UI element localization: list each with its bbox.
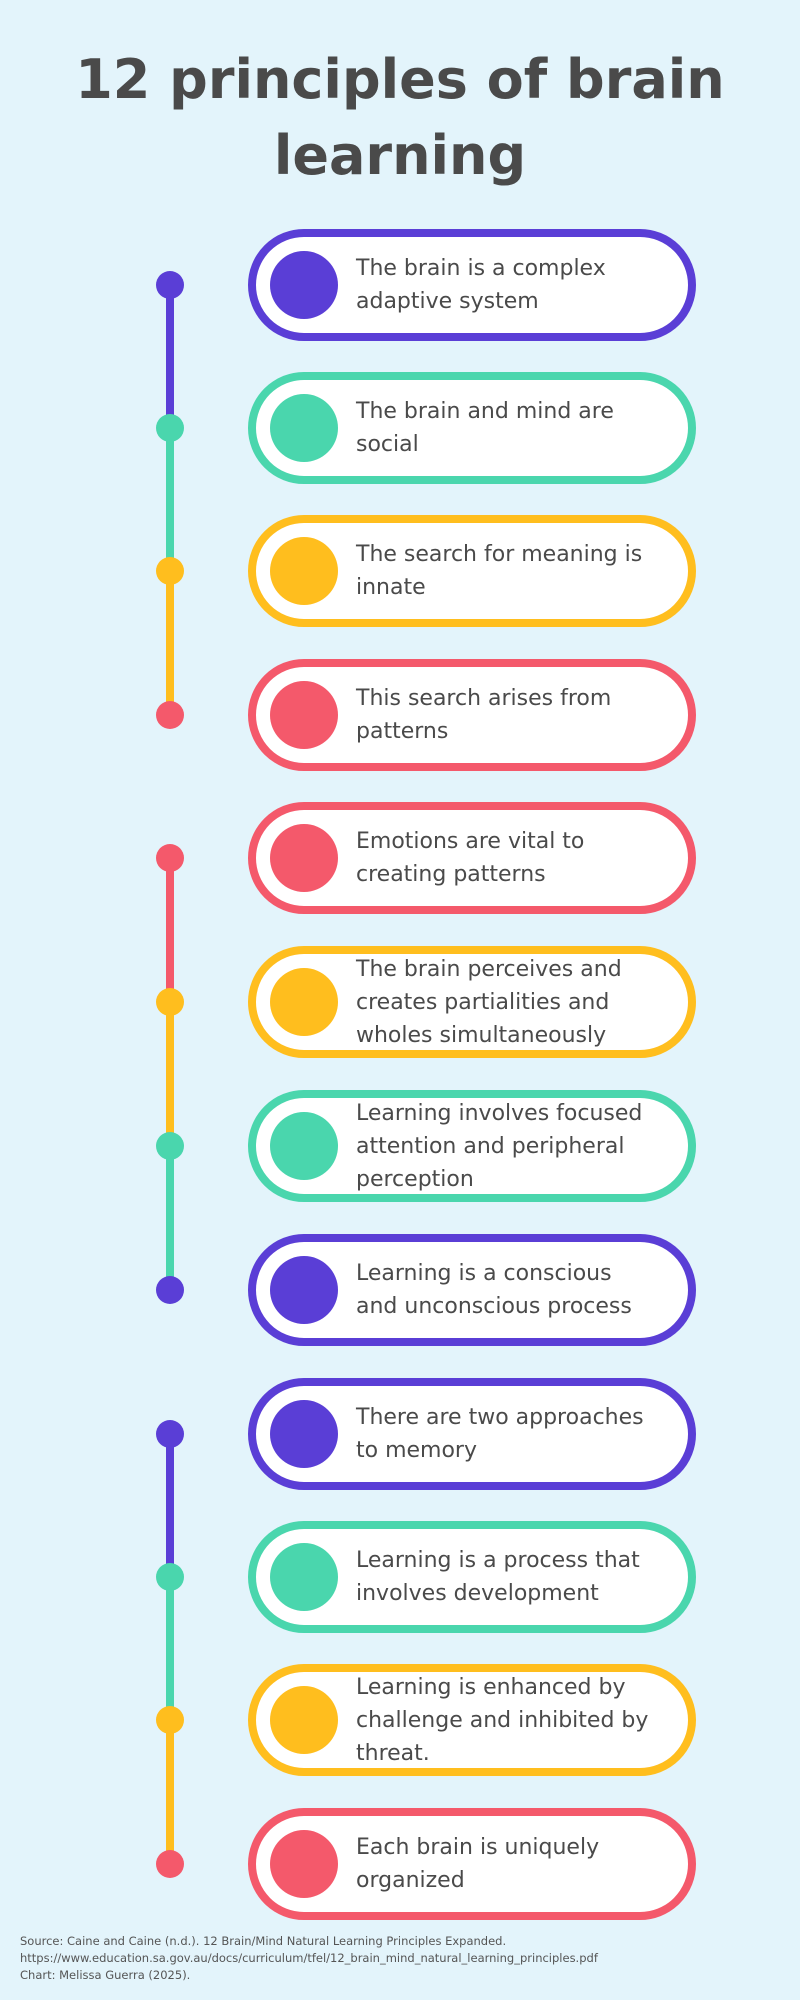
principle-card: The brain and mind are social <box>248 372 696 484</box>
principle-text: Learning is a conscious and unconscious … <box>356 1261 632 1319</box>
principle-bullet-icon <box>270 1256 338 1324</box>
principle-bullet-icon <box>270 251 338 319</box>
principle-text: The search for meaning is innate <box>356 542 643 600</box>
timeline-dot <box>156 1850 184 1878</box>
timeline-segment <box>166 1577 174 1720</box>
principle-text: Each brain is uniquely organized <box>356 1835 600 1893</box>
principle-bullet-icon <box>270 1112 338 1180</box>
timeline-segment <box>166 428 174 571</box>
principle-bullet-icon <box>270 968 338 1036</box>
timeline-dot <box>156 844 184 872</box>
principle-card: The search for meaning is innate <box>248 515 696 627</box>
timeline-segment <box>166 858 174 1002</box>
principle-bullet-icon <box>270 394 338 462</box>
principle-bullet-icon <box>270 1686 338 1754</box>
timeline-dot <box>156 1420 184 1448</box>
timeline-segment <box>166 1002 174 1146</box>
principle-text: Emotions are vital to creating patterns <box>356 829 585 887</box>
principle-bullet-icon <box>270 537 338 605</box>
principle-text: There are two approaches to memory <box>356 1405 644 1463</box>
principle-bullet-icon <box>270 824 338 892</box>
page-title: 12 principles of brain learning <box>75 48 725 187</box>
principle-bullet-icon <box>270 1830 338 1898</box>
principle-text: Learning is enhanced by challenge and in… <box>356 1674 649 1766</box>
principle-bullet-icon <box>270 681 338 749</box>
source-url: https://www.education.sa.gov.au/docs/cur… <box>20 1951 598 1965</box>
timeline-dot <box>156 557 184 585</box>
principle-card: Learning is a process that involves deve… <box>248 1521 696 1633</box>
principle-bullet-icon <box>270 1400 338 1468</box>
principle-card: This search arises from patterns <box>248 659 696 771</box>
timeline-dot <box>156 988 184 1016</box>
principle-card: Each brain is uniquely organized <box>248 1808 696 1920</box>
timeline-segment <box>166 1720 174 1864</box>
principle-text: Learning involves focused attention and … <box>356 1100 643 1192</box>
timeline-segment <box>166 1146 174 1290</box>
source-note: Source: Caine and Caine (n.d.). 12 Brain… <box>20 1933 780 1984</box>
principle-text: The brain is a complex adaptive system <box>356 256 606 314</box>
timeline-dot <box>156 701 184 729</box>
timeline-dot <box>156 1276 184 1304</box>
principle-card: Learning is a conscious and unconscious … <box>248 1234 696 1346</box>
principle-text: The brain perceives and creates partiali… <box>356 956 622 1048</box>
timeline-dot <box>156 1706 184 1734</box>
timeline-segment <box>166 571 174 715</box>
principle-card: Learning is enhanced by challenge and in… <box>248 1664 696 1776</box>
timeline-segment <box>166 285 174 428</box>
source-citation: Source: Caine and Caine (n.d.). 12 Brain… <box>20 1934 507 1948</box>
timeline-dot <box>156 414 184 442</box>
principle-text: This search arises from patterns <box>356 686 612 744</box>
chart-credit: Chart: Melissa Guerra (2025). <box>20 1968 191 1982</box>
principle-bullet-icon <box>270 1543 338 1611</box>
timeline-dot <box>156 1132 184 1160</box>
principle-card: Emotions are vital to creating patterns <box>248 802 696 914</box>
principle-card: The brain perceives and creates partiali… <box>248 946 696 1058</box>
timeline-dot <box>156 1563 184 1591</box>
timeline-segment <box>166 1434 174 1577</box>
principle-card: There are two approaches to memory <box>248 1378 696 1490</box>
principle-card: The brain is a complex adaptive system <box>248 229 696 341</box>
principle-text: Learning is a process that involves deve… <box>356 1548 640 1606</box>
timeline-dot <box>156 271 184 299</box>
principle-card: Learning involves focused attention and … <box>248 1090 696 1202</box>
principle-text: The brain and mind are social <box>356 399 614 457</box>
